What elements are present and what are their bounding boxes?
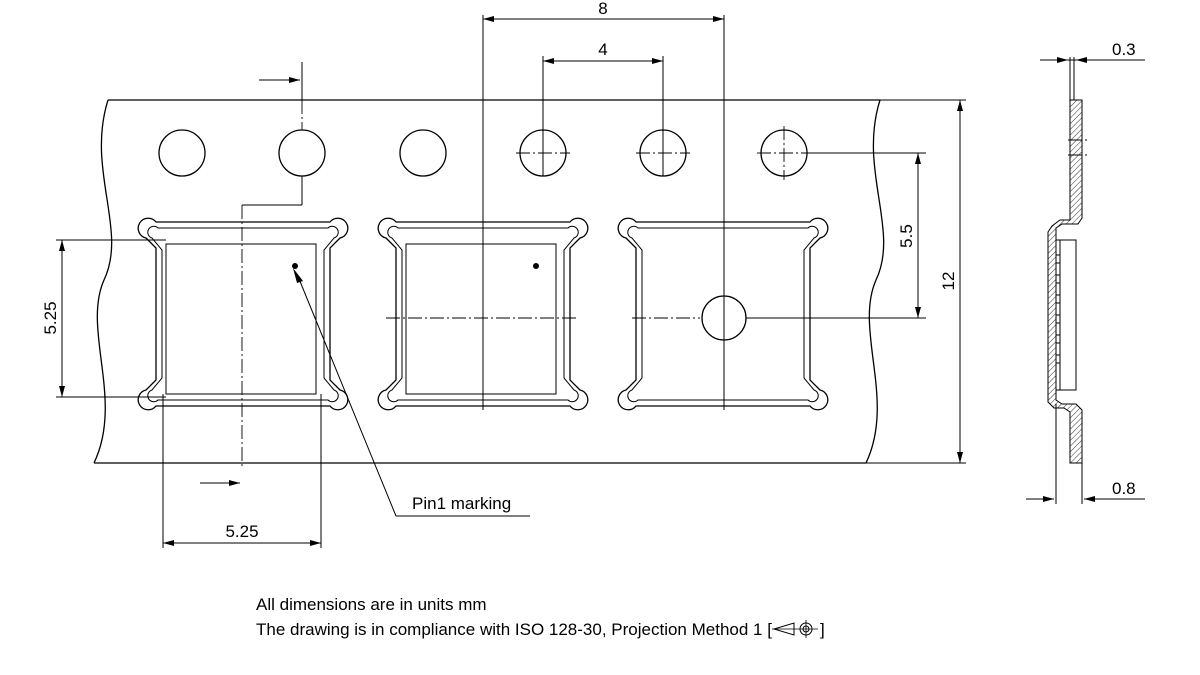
projection-symbol-icon: [771, 620, 818, 638]
dim-label: 0.3: [1112, 40, 1136, 59]
note-compliance-end: ]: [819, 620, 825, 639]
dim-cavity-width: 5.25: [162, 394, 322, 548]
dim-cavity-height: 5.25: [41, 239, 166, 398]
sprocket-hole: [158, 129, 206, 177]
dim-label: 5.25: [41, 301, 60, 334]
note-units: All dimensions are in units mm: [256, 595, 487, 614]
component-body: [405, 243, 557, 395]
pin1-dot: [292, 263, 298, 269]
sprocket-hole: [399, 129, 447, 177]
pocket-2: [377, 217, 589, 411]
dim-label: 4: [598, 40, 607, 59]
dim-sprocket-offset: 5.5: [746, 152, 926, 319]
pocket-1: [137, 217, 349, 411]
dim-label: 5.25: [225, 522, 258, 541]
component-body: [165, 243, 317, 395]
dim-label: 12: [939, 272, 958, 291]
pin1-label: Pin1 marking: [412, 494, 511, 513]
drawing-notes: All dimensions are in units mm The drawi…: [256, 592, 825, 642]
side-section-view: 0.3 0.8: [1026, 40, 1145, 504]
note-compliance-text: The drawing is in compliance with ISO 12…: [256, 620, 772, 639]
dim-label: 0.8: [1112, 479, 1136, 498]
dim-pitch-4: 4: [542, 40, 664, 176]
pocket-3: [617, 217, 829, 411]
dim-pitch-8: 8: [482, 0, 725, 410]
dim-label: 5.5: [897, 224, 916, 248]
carrier-tape-outline: [93, 99, 885, 464]
pin1-callout: Pin1 marking: [293, 268, 530, 517]
dim-tape-width: 12: [866, 99, 966, 464]
dim-label: 8: [598, 0, 607, 18]
sprocket-holes: [158, 126, 811, 180]
note-compliance: The drawing is in compliance with ISO 12…: [256, 617, 825, 642]
pin1-dot: [533, 263, 539, 269]
sprocket-hole: [278, 129, 326, 177]
